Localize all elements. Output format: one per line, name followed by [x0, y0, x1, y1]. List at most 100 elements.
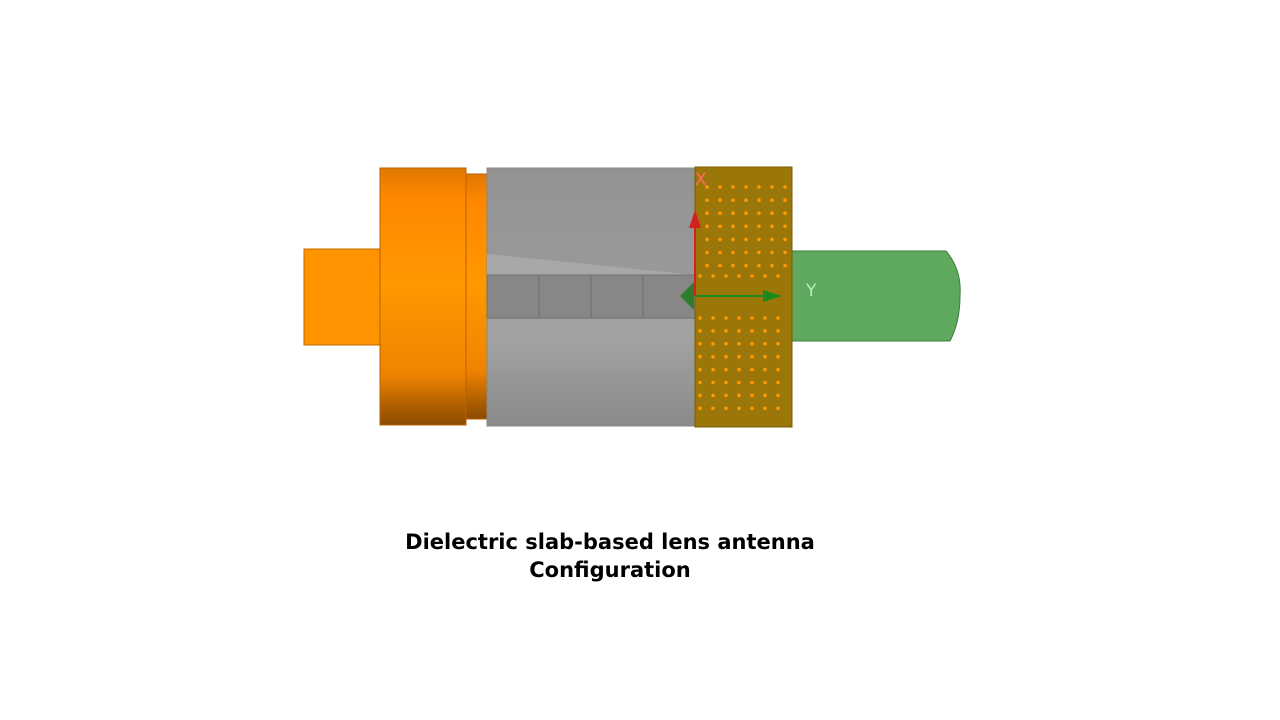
- slab-dot: [770, 211, 774, 215]
- slab-dot: [731, 211, 735, 215]
- slab-dot: [711, 406, 715, 411]
- slab-dot: [763, 380, 767, 385]
- slab-dot: [705, 224, 709, 229]
- slab-dot: [698, 329, 702, 333]
- slab-dot: [763, 316, 767, 320]
- slab-dot: [698, 406, 702, 411]
- slab-dot: [698, 342, 702, 346]
- slab-dot: [750, 367, 754, 372]
- feed-stub: [303, 248, 383, 346]
- slab-dot: [750, 393, 754, 398]
- slab-dot: [711, 329, 715, 333]
- slab-dot: [698, 380, 702, 385]
- slab-dot: [757, 263, 761, 268]
- slab-dot: [737, 380, 741, 385]
- slab-dot: [705, 250, 709, 255]
- slab-dot: [711, 274, 715, 278]
- slab-dot: [750, 354, 754, 359]
- slab-dot: [757, 224, 761, 229]
- slab-dot: [757, 250, 761, 255]
- slab-dot: [763, 393, 767, 398]
- slab-dot: [744, 198, 748, 202]
- slab-dot: [763, 342, 767, 346]
- slab-dot: [737, 393, 741, 398]
- slab-dot: [718, 250, 722, 255]
- slab-dot: [744, 211, 748, 215]
- slab-dot: [763, 406, 767, 411]
- slab-dot: [718, 237, 722, 242]
- slab-dot: [711, 354, 715, 359]
- slab-dot: [724, 380, 728, 385]
- slab-dot: [731, 237, 735, 242]
- slab-dot: [705, 237, 709, 242]
- slab-dot: [776, 367, 780, 372]
- slab-dot: [770, 185, 774, 189]
- slab-dot: [737, 367, 741, 372]
- slab-dot: [705, 263, 709, 268]
- slab-dot: [757, 237, 761, 242]
- slab-dot: [757, 185, 761, 189]
- slab-dot: [750, 342, 754, 346]
- slab-dot: [724, 274, 728, 278]
- slab-dot: [698, 367, 702, 372]
- slab-dot: [698, 316, 702, 320]
- slab-dot: [744, 224, 748, 229]
- slab-dot: [705, 211, 709, 215]
- slab-dot: [770, 224, 774, 229]
- waveguide-slot-band: [486, 274, 696, 319]
- slab-dot: [724, 354, 728, 359]
- x-axis-label: X: [695, 170, 707, 190]
- slab-dot: [731, 263, 735, 268]
- slab-dot: [711, 393, 715, 398]
- caption-subtitle: Configuration: [529, 558, 691, 582]
- slab-dot: [698, 393, 702, 398]
- waveguide-bevel: [487, 254, 695, 275]
- slab-dot: [724, 329, 728, 333]
- slab-dot: [705, 185, 709, 189]
- slab-dot: [757, 198, 761, 202]
- slab-dot: [763, 367, 767, 372]
- green-cylinder: [789, 250, 961, 342]
- slab-dot: [783, 250, 787, 255]
- slab-dot: [698, 354, 702, 359]
- slab-dot: [724, 342, 728, 346]
- slab-dot: [705, 198, 709, 202]
- slab-dot: [776, 380, 780, 385]
- slab-dot: [776, 354, 780, 359]
- slab-dot: [718, 211, 722, 215]
- slab-dot: [737, 274, 741, 278]
- slab-dot: [731, 185, 735, 189]
- slab-dot: [737, 316, 741, 320]
- slab-dot: [783, 237, 787, 242]
- slab-dot: [750, 316, 754, 320]
- slab-dot: [763, 329, 767, 333]
- horn-flange: [379, 167, 467, 426]
- slab-dot: [724, 393, 728, 398]
- slab-dot: [770, 250, 774, 255]
- slab-dot: [711, 342, 715, 346]
- slab-dot: [744, 237, 748, 242]
- slab-dot: [737, 342, 741, 346]
- slab-dot: [718, 198, 722, 202]
- slab-dot: [744, 263, 748, 268]
- slab-dot: [776, 393, 780, 398]
- slab-dot: [724, 316, 728, 320]
- slab-dot: [718, 263, 722, 268]
- slab-dot: [763, 354, 767, 359]
- slab-dot: [711, 380, 715, 385]
- y-axis-label: Y: [805, 281, 817, 301]
- slab-dot-array: [698, 185, 787, 411]
- slab-dot: [737, 354, 741, 359]
- slab-dot: [776, 406, 780, 411]
- slab-dot: [783, 185, 787, 189]
- slab-dot: [770, 198, 774, 202]
- horn-ring: [465, 173, 488, 420]
- slab-dot: [718, 185, 722, 189]
- slab-dot: [783, 224, 787, 229]
- slab-dot: [724, 367, 728, 372]
- slab-dot: [770, 263, 774, 268]
- slab-dot: [744, 250, 748, 255]
- slab-dot: [776, 274, 780, 278]
- slab-dot: [783, 211, 787, 215]
